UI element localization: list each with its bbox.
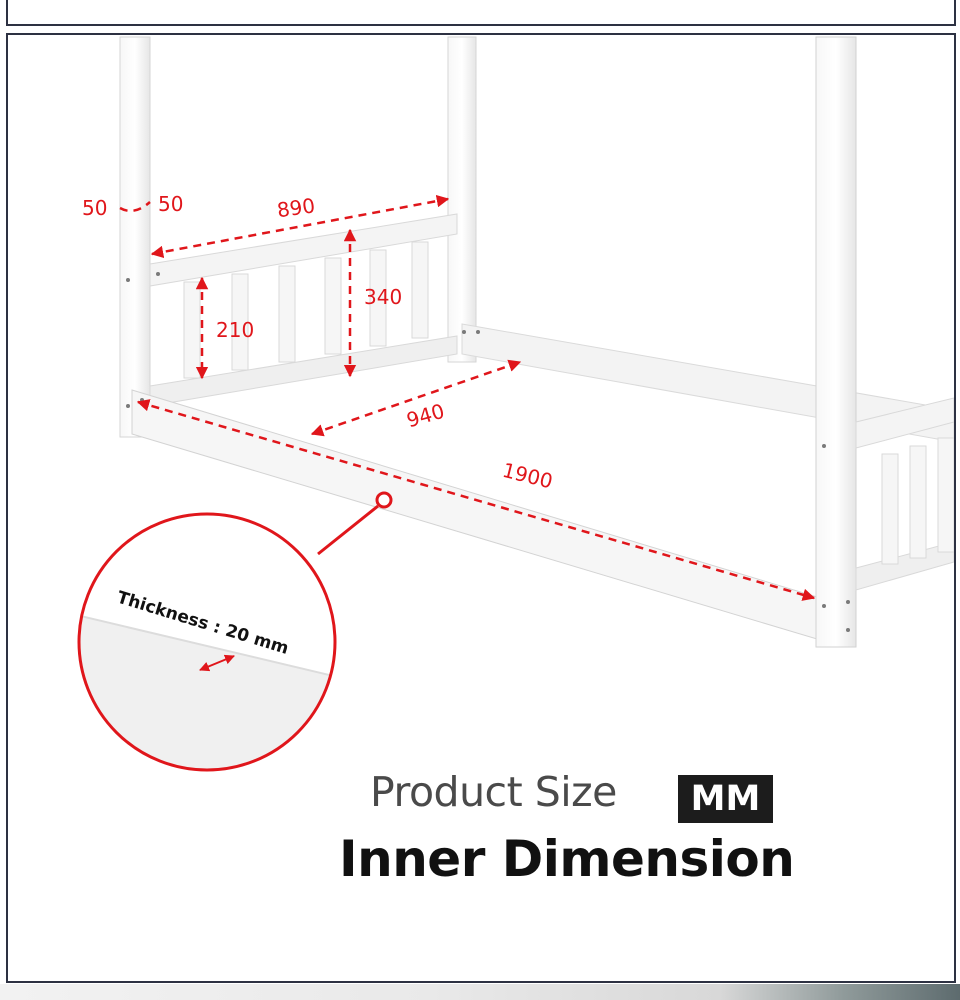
dim-post-b: 50 xyxy=(158,192,183,216)
dim-slat-height: 210 xyxy=(216,318,254,342)
top-panel xyxy=(6,0,956,26)
next-image-strip xyxy=(0,984,960,1000)
footboard xyxy=(855,397,954,591)
dim-rail-height: 340 xyxy=(364,285,402,309)
dim-post-a: 50 xyxy=(82,196,107,220)
product-dimension-panel: 50 50 890 340 210 940 1900 Thickness : 2… xyxy=(6,33,956,983)
dim-length: 1900 xyxy=(500,458,555,494)
front-right-post xyxy=(815,36,857,648)
headboard xyxy=(149,213,458,407)
product-size-label: Product Size xyxy=(370,768,617,816)
unit-badge: MM xyxy=(678,775,773,823)
thickness-callout: Thickness : 20 mm xyxy=(77,491,393,772)
inner-dimension-heading: Inner Dimension xyxy=(339,830,795,888)
dimension-lines xyxy=(119,194,816,601)
bed-frame-diagram: 50 50 890 340 210 940 1900 Thickness : 2… xyxy=(77,36,954,772)
dim-length-top: 890 xyxy=(275,193,316,222)
rear-posts xyxy=(119,36,477,438)
screws xyxy=(126,272,850,632)
dim-width: 940 xyxy=(404,399,447,433)
